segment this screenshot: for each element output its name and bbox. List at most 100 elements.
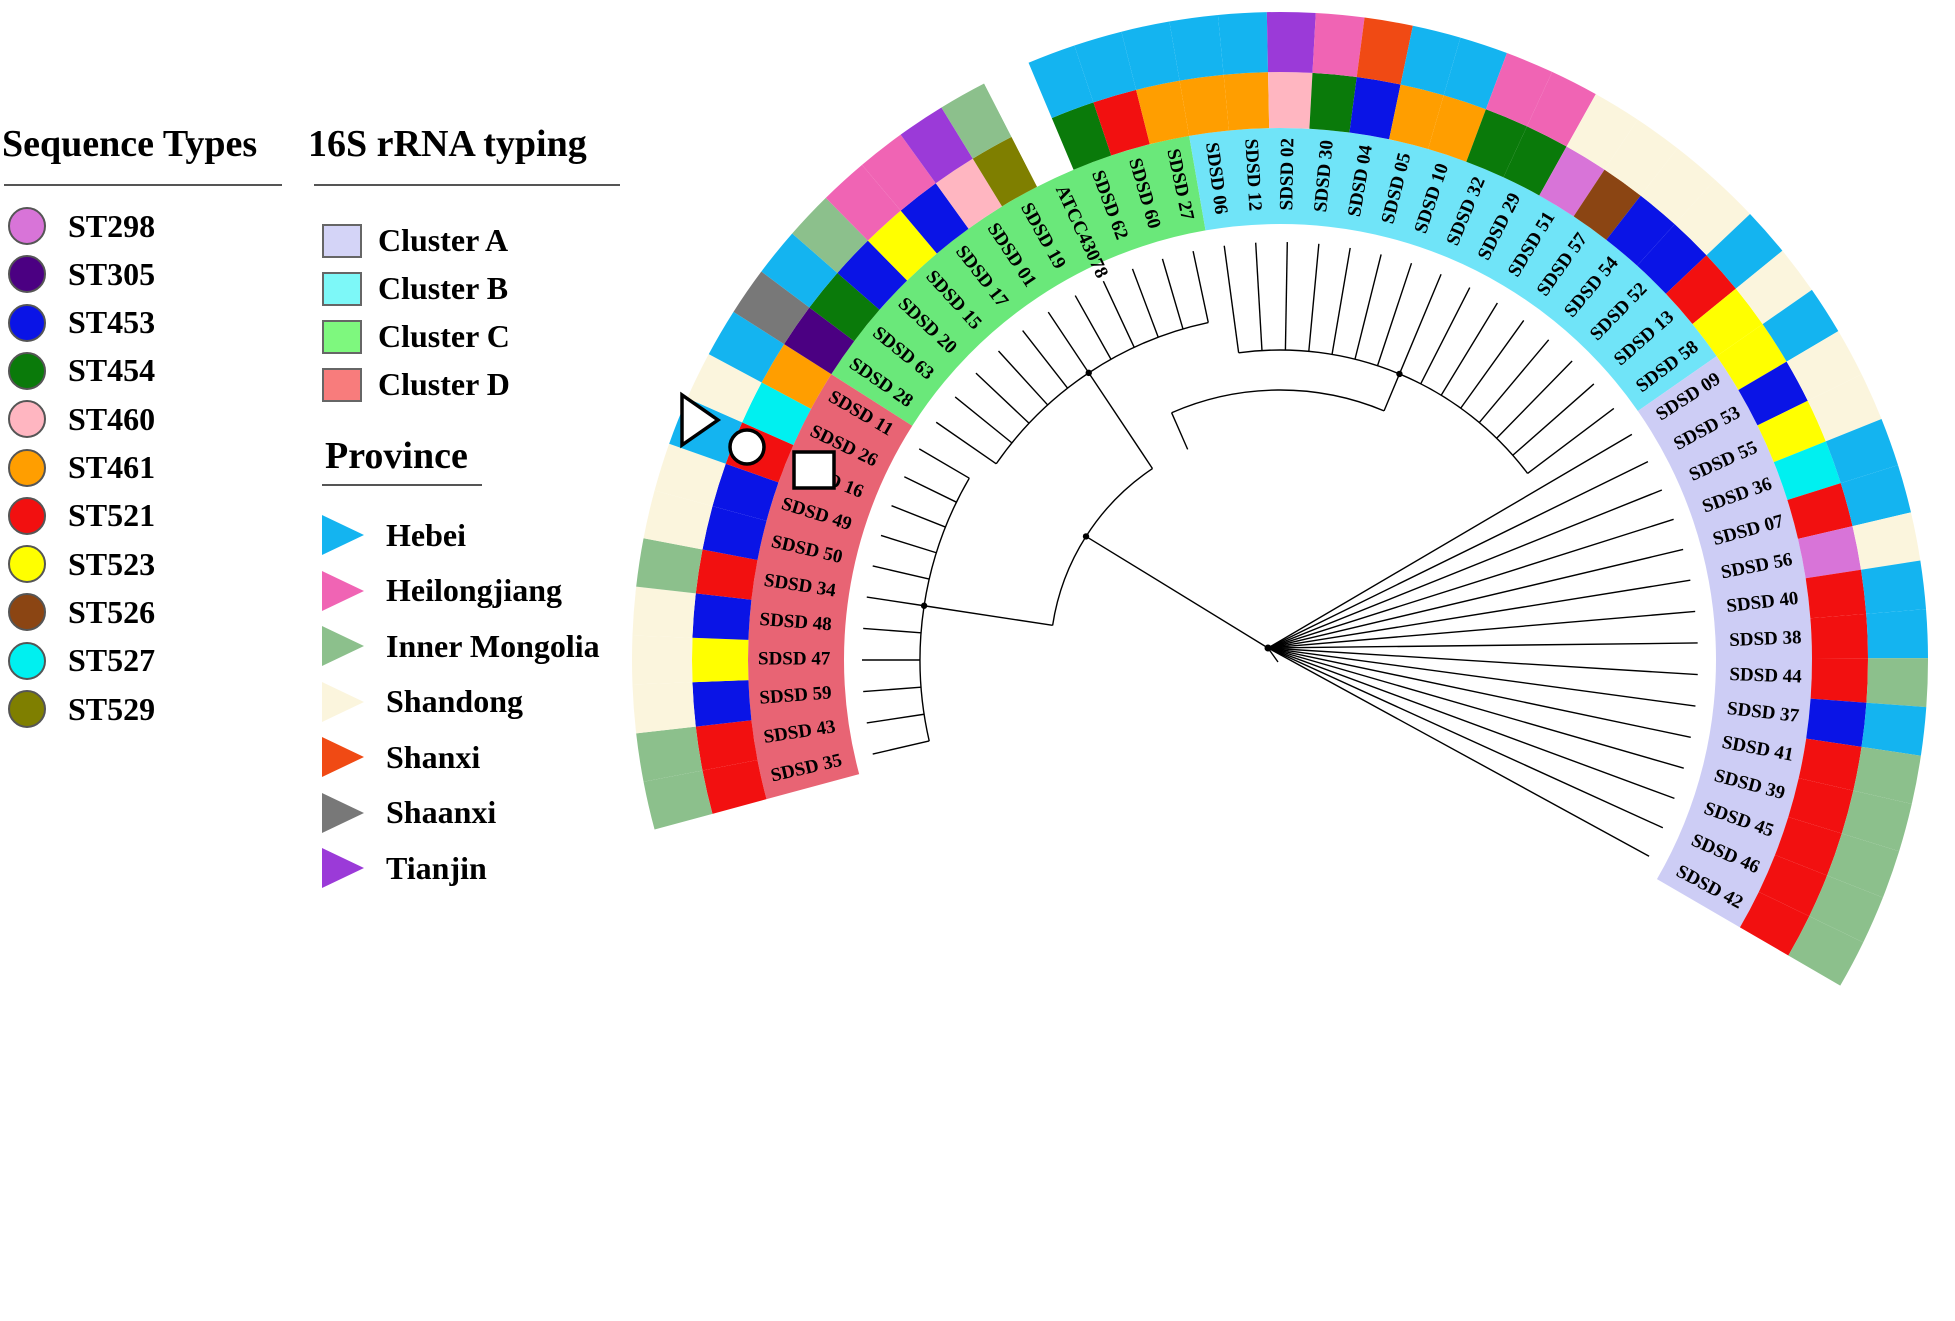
legend-swatch-circle — [8, 207, 46, 245]
province-ring-segment — [1825, 419, 1899, 484]
legend-swatch-square — [322, 367, 362, 402]
branch-line — [1085, 535, 1269, 649]
province-ring-segment — [632, 586, 696, 638]
st-ring-segment — [1539, 146, 1605, 217]
legend-swatch-triangle — [322, 681, 364, 722]
province-ring-segment — [1841, 790, 1912, 852]
branch-line — [1267, 548, 1684, 649]
branch-line — [1254, 242, 1263, 351]
branch-line — [918, 448, 970, 479]
province-ring-segment — [1566, 94, 1638, 170]
legend-label: Cluster A — [378, 222, 509, 258]
province-ring-segment — [1443, 37, 1507, 110]
branch-line — [975, 372, 1030, 424]
legend-swatch-triangle — [322, 792, 364, 833]
province-ring-segment — [632, 682, 696, 734]
st-ring-segment — [1179, 74, 1230, 136]
branch-line — [863, 627, 922, 634]
legend-label: Shandong — [386, 683, 523, 719]
province-ring-segment — [1786, 331, 1862, 401]
branch-line — [872, 565, 930, 580]
province-ring-segment — [1217, 12, 1269, 75]
province-ring-segment — [687, 354, 762, 423]
branch-line — [1267, 460, 1649, 649]
legend-swatch-triangle — [322, 848, 364, 888]
st-ring-segment — [1268, 71, 1313, 129]
branch-line — [1088, 372, 1154, 469]
legend-st-divider — [4, 184, 282, 186]
branch-line — [1512, 383, 1595, 456]
province-ring-segment — [1706, 213, 1783, 289]
legend-swatch-circle — [8, 496, 46, 535]
branch-line — [1223, 245, 1240, 353]
legend-province-title: Province — [325, 435, 468, 477]
province-ring-segment — [1169, 14, 1224, 81]
st-ring-segment — [1389, 84, 1444, 150]
st-ring-segment — [1093, 89, 1150, 156]
legend-swatch-triangle — [322, 626, 364, 666]
branch-line — [1331, 247, 1351, 355]
branch-line — [1267, 647, 1650, 857]
legend-item-tianjin: Tianjin — [322, 848, 487, 888]
st-ring-segment — [784, 307, 855, 375]
legend-label: ST453 — [68, 304, 156, 341]
branch-line — [924, 605, 1053, 627]
st-ring-segment — [1798, 526, 1862, 579]
branch-line — [1478, 339, 1550, 423]
legend-swatch-circle — [8, 351, 46, 390]
leaf-label: SDSD 12 — [1240, 138, 1265, 211]
legend-label: Hebei — [386, 516, 466, 553]
branch-line — [872, 740, 930, 755]
cluster-band-b — [1189, 128, 1717, 411]
st-ring-segment — [712, 463, 779, 521]
st-ring-segment — [1810, 658, 1868, 703]
legend-item-cluster-b: Cluster B — [322, 270, 508, 307]
province-ring-segment — [900, 107, 973, 184]
legend-label: ST523 — [68, 545, 156, 582]
legend-swatch-circle — [8, 593, 46, 632]
province-ring-segment — [1028, 45, 1094, 119]
province-ring-segment — [733, 271, 810, 345]
branch-line — [1267, 489, 1663, 649]
st-ring-segment — [695, 549, 758, 600]
st-ring-segment — [1716, 324, 1787, 390]
legend-st-title: Sequence Types — [2, 123, 258, 165]
branch-line — [1170, 412, 1189, 450]
legend-item-shaanxi: Shaanxi — [322, 792, 496, 833]
branch-line — [1308, 243, 1320, 352]
branch-line — [1047, 311, 1090, 374]
branch-line — [1267, 647, 1698, 676]
branch-line — [1267, 647, 1696, 707]
province-ring-segment — [825, 164, 901, 241]
branch-line — [866, 713, 925, 724]
province-ring-segment — [643, 770, 713, 830]
ring-markers — [680, 391, 836, 490]
legend-item-shandong: Shandong — [322, 681, 523, 722]
st-ring-segment — [1136, 80, 1190, 145]
legend-item-st298: ST298 — [8, 207, 155, 245]
branch-line — [1267, 647, 1684, 769]
st-ring-segment — [692, 680, 752, 727]
node-dot — [1396, 370, 1403, 378]
branch-line — [1267, 647, 1664, 829]
st-ring-segment — [692, 637, 749, 683]
province-ring-segment — [1356, 17, 1413, 85]
leaf-label: SDSD 44 — [1729, 664, 1803, 688]
branch-line — [880, 534, 937, 554]
province-ring-segment — [1400, 25, 1461, 96]
st-ring-segment — [1787, 483, 1853, 539]
province-ring-segment — [1861, 702, 1927, 756]
st-ring-segment — [1788, 778, 1854, 834]
legend-item-cluster-d: Cluster D — [322, 366, 510, 403]
st-ring-segment — [1466, 109, 1527, 178]
province-ring-segment — [1788, 916, 1864, 986]
province-ring-segment — [941, 83, 1012, 159]
branch-line — [1440, 302, 1498, 396]
legend-item-st523: ST523 — [8, 545, 156, 584]
branch-line — [1161, 258, 1184, 330]
legend-label: ST529 — [68, 690, 156, 727]
province-ring-segment — [761, 233, 838, 308]
branch-line — [935, 421, 997, 465]
branch-line — [1420, 287, 1471, 385]
